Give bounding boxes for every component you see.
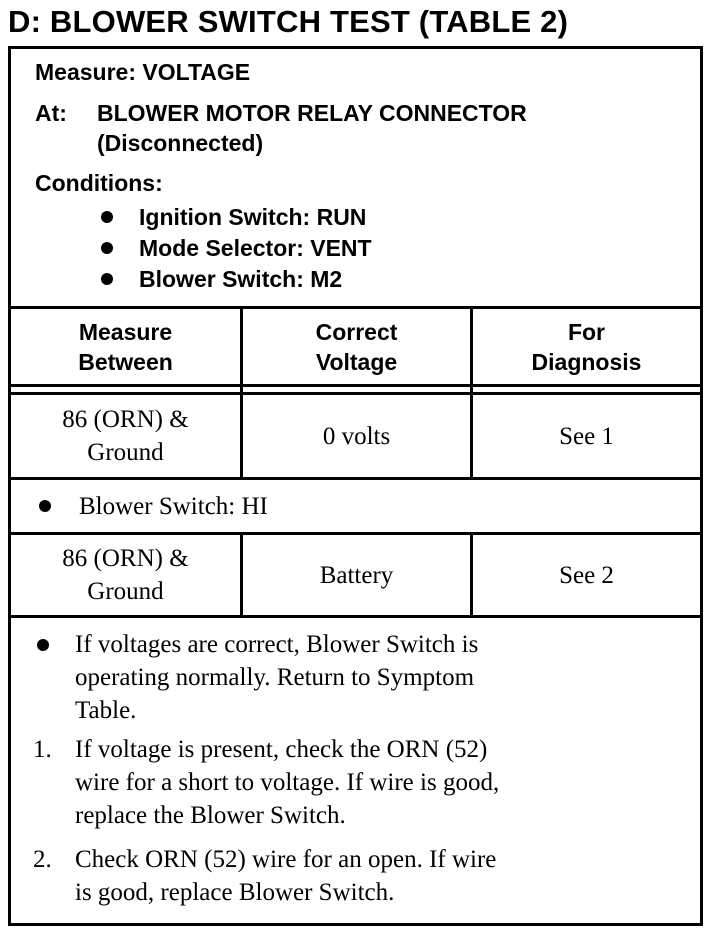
cell-line: 86 (ORN) &	[62, 406, 189, 433]
column-divider	[240, 535, 243, 615]
measure-value: VOLTAGE	[142, 59, 251, 85]
divider	[11, 306, 700, 309]
divider	[11, 532, 700, 535]
mid-condition: Blower Switch: HI	[79, 493, 268, 520]
column-header-line: Between	[78, 348, 173, 375]
bullet-icon	[101, 273, 113, 285]
table-cell-diagnosis: See 1	[559, 422, 614, 450]
column-divider	[470, 309, 473, 477]
cell-line: Ground	[87, 439, 164, 466]
at-location: BLOWER MOTOR RELAY CONNECTOR	[97, 100, 527, 126]
column-header-correct-voltage: Correct Voltage	[243, 309, 470, 384]
column-divider	[240, 309, 243, 477]
column-header-line: Measure	[78, 318, 173, 345]
column-header-line: Diagnosis	[531, 348, 642, 375]
measure-line: Measure: VOLTAGE	[35, 58, 250, 86]
bullet-icon	[101, 211, 113, 223]
at-location-state: (Disconnected)	[97, 130, 264, 156]
note-line: If voltages are correct, Blower Switch i…	[75, 631, 479, 658]
note-line: Table.	[75, 697, 137, 724]
column-divider	[470, 535, 473, 615]
table-cell-measure-between: 86 (ORN) & Ground	[11, 535, 240, 615]
note-line: If voltage is present, check the ORN (52…	[75, 736, 488, 763]
divider	[11, 477, 700, 480]
bullet-icon	[37, 639, 49, 651]
conditions-block: Measure: VOLTAGE At: BLOWER MOTOR RELAY …	[11, 49, 700, 306]
cell-line: 86 (ORN) &	[62, 545, 189, 572]
column-header-line: Voltage	[315, 348, 398, 375]
divider	[11, 615, 700, 618]
condition-item: Mode Selector: VENT	[139, 235, 372, 261]
table-cell-voltage: Battery	[319, 561, 394, 589]
bullet-icon	[39, 500, 51, 512]
note-number: 1.	[33, 736, 52, 763]
header-double-rule	[11, 384, 700, 387]
column-header-line: Correct	[315, 318, 398, 345]
conditions-label: Conditions:	[35, 170, 163, 196]
header-double-rule	[11, 392, 700, 395]
note-number: 2.	[33, 846, 52, 873]
bullet-icon	[101, 242, 113, 254]
condition-item: Blower Switch: M2	[139, 266, 343, 292]
table-cell-diagnosis: See 2	[559, 561, 614, 589]
note-line: wire for a short to voltage. If wire is …	[75, 769, 500, 796]
note-line: replace the Blower Switch.	[75, 802, 346, 829]
note-line: is good, replace Blower Switch.	[75, 879, 395, 906]
column-header-for-diagnosis: For Diagnosis	[473, 309, 700, 384]
note-line: operating normally. Return to Symptom	[75, 664, 475, 691]
at-label: At:	[35, 100, 67, 126]
column-header-measure-between: Measure Between	[11, 309, 240, 384]
condition-item: Ignition Switch: RUN	[139, 204, 367, 230]
cell-line: Ground	[87, 578, 164, 605]
note-line: Check ORN (52) wire for an open. If wire	[75, 846, 497, 873]
column-header-line: For	[567, 318, 606, 345]
test-table-frame: Measure: VOLTAGE At: BLOWER MOTOR RELAY …	[8, 46, 703, 926]
measure-label: Measure:	[35, 59, 136, 85]
table-cell-voltage: 0 volts	[322, 422, 391, 450]
page-title: D: BLOWER SWITCH TEST (TABLE 2)	[8, 4, 569, 39]
table-cell-measure-between: 86 (ORN) & Ground	[11, 395, 240, 477]
